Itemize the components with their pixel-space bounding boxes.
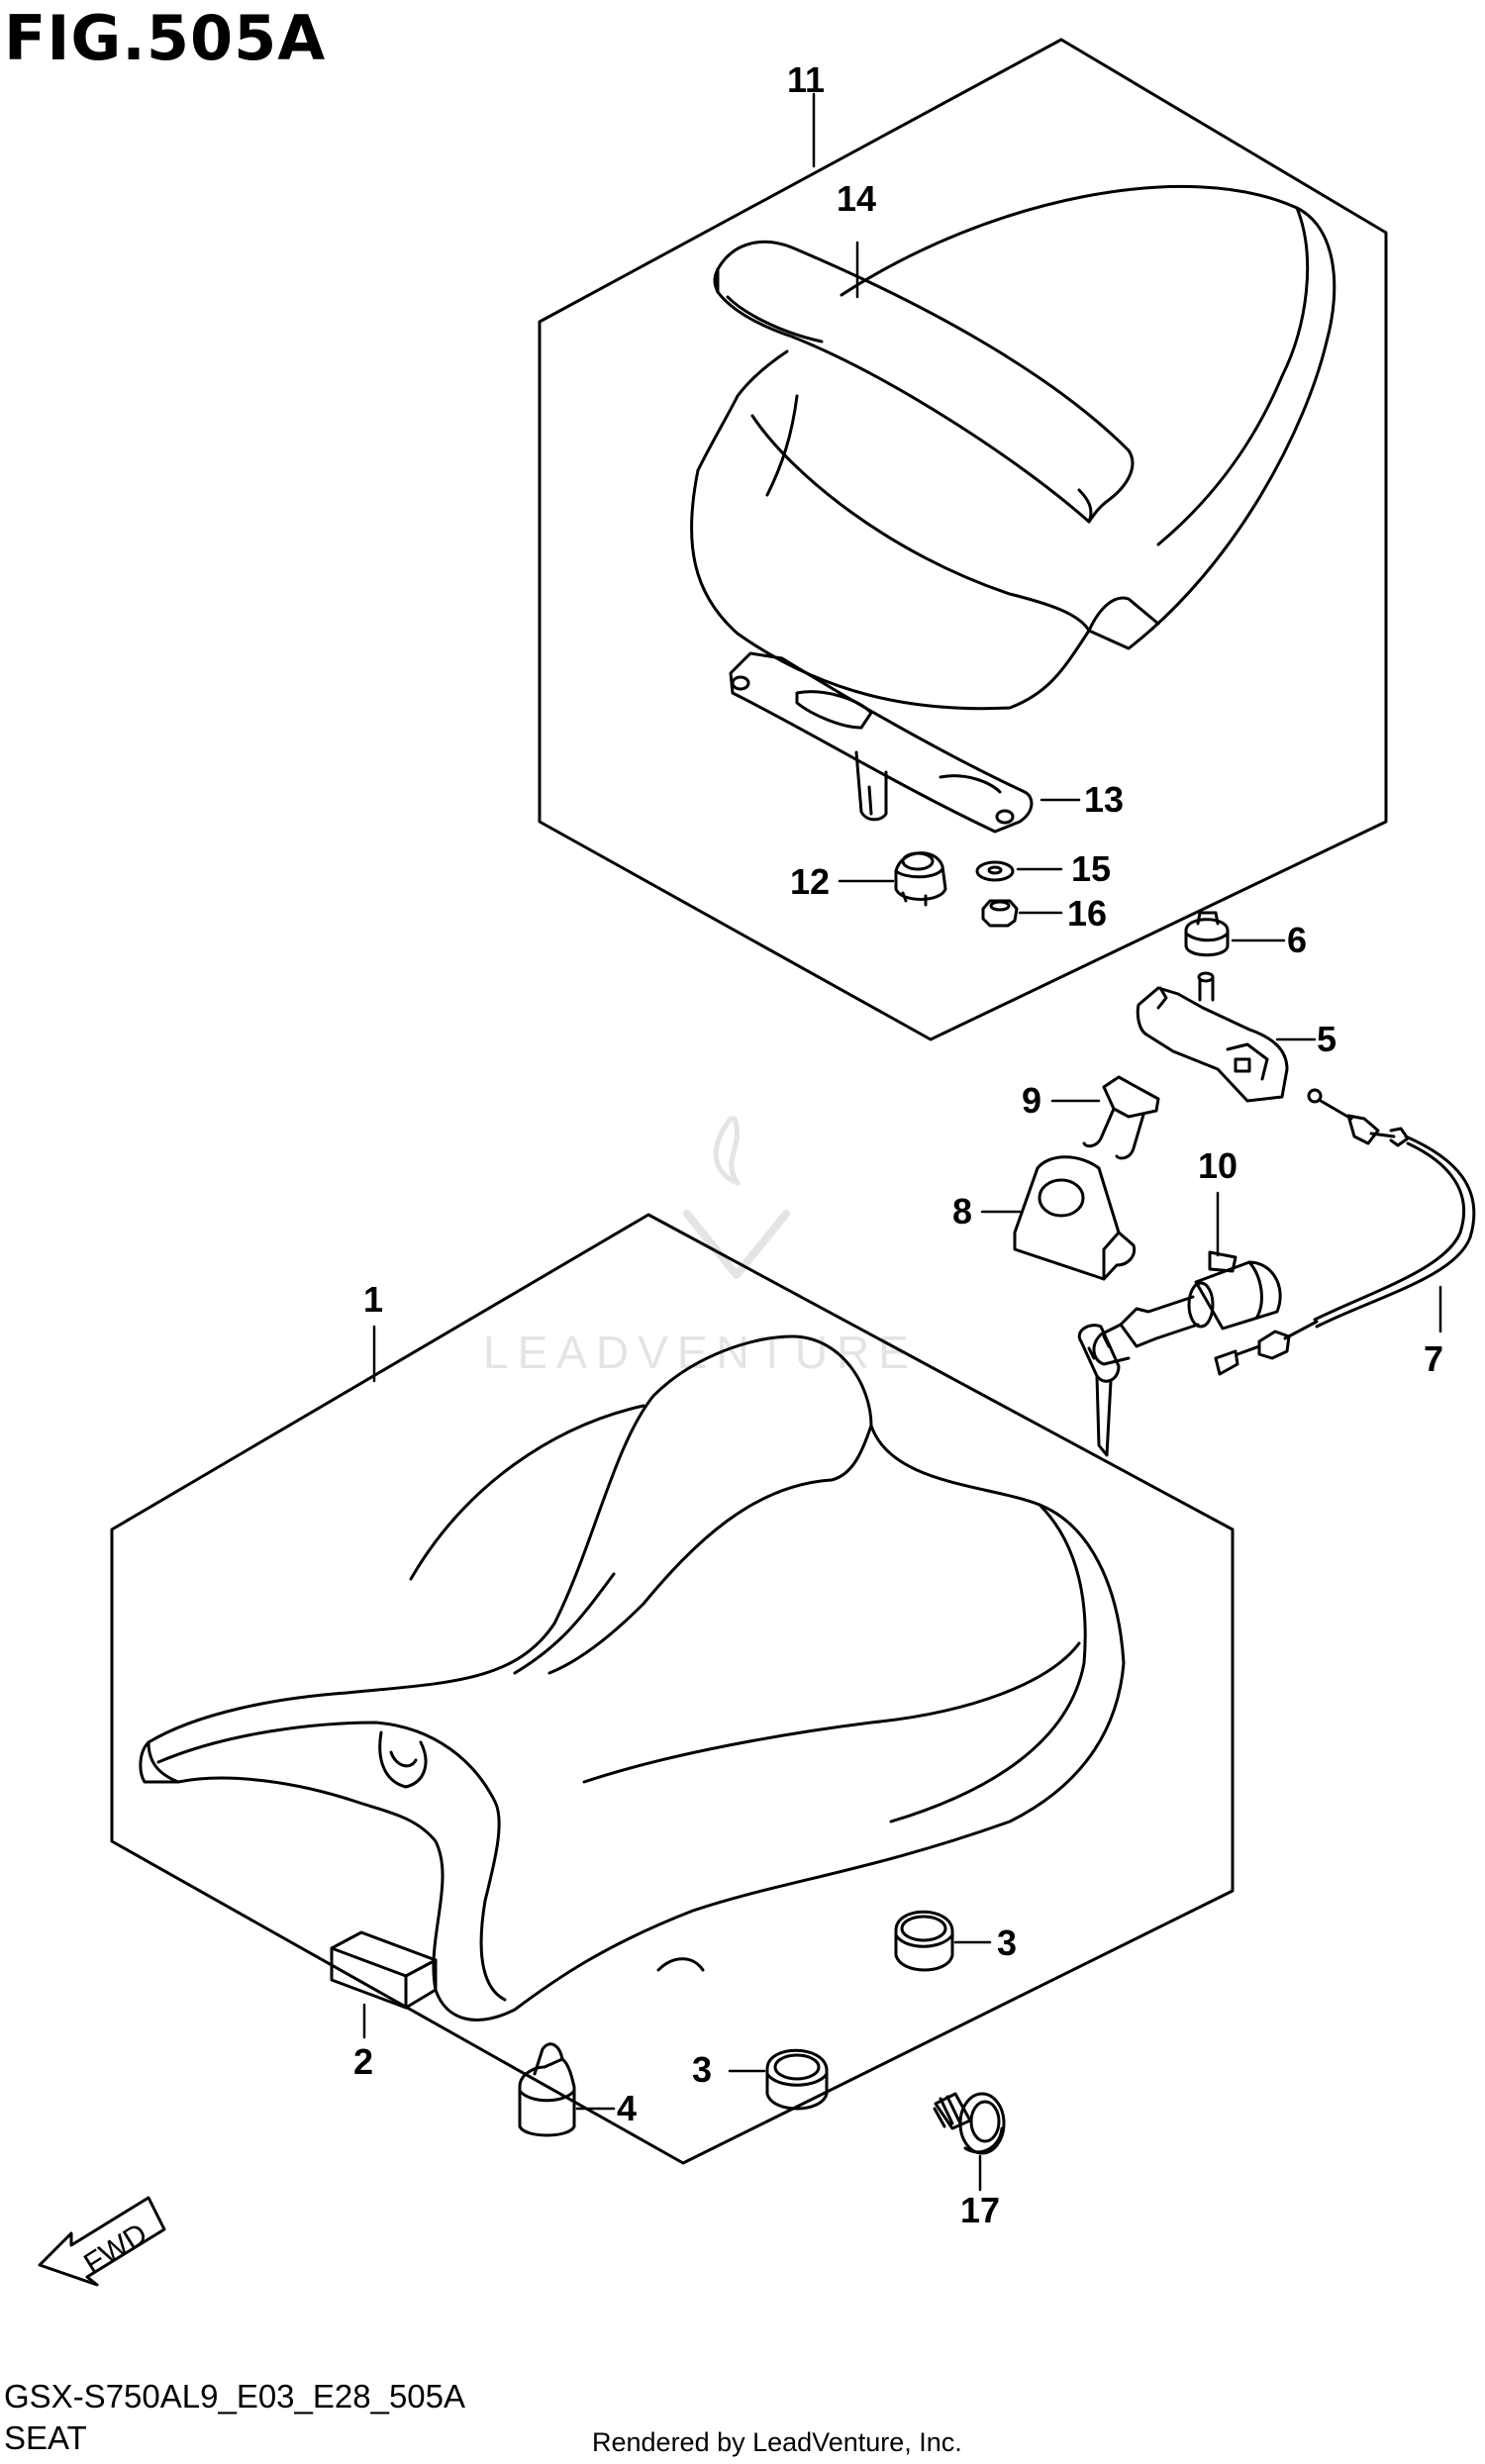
callout-part-12: 12 [790,861,830,902]
callout-part-6: 6 [1287,920,1307,960]
cushion-part-3-lower [765,2048,829,2111]
callout-labels: 11 14 13 12 15 16 6 5 9 10 8 7 1 2 3 3 4… [353,59,1443,2230]
figure-title: FIG.505A [4,2,327,74]
callout-part-9: 9 [1022,1080,1041,1121]
bolt-part-17 [933,2092,1006,2155]
callout-part-13: 13 [1084,779,1124,820]
fwd-arrow-icon: FWD [38,2196,166,2287]
callout-part-2: 2 [353,2041,373,2082]
leader-lines [362,92,1442,2192]
callout-part-1: 1 [363,1279,383,1320]
callout-part-17: 17 [960,2190,1000,2230]
cable-part-7 [1214,1088,1476,1376]
model-code: GSX-S750AL9_E03_E28_505A [4,2378,466,2415]
render-credit: Rendered by LeadVenture, Inc. [592,2427,962,2457]
knob-part-12 [894,851,947,907]
callout-part-4: 4 [617,2088,637,2128]
rear-seat-cowl-part-11 [689,184,1336,711]
callout-part-3-lower: 3 [692,2049,712,2090]
plate-part-8 [1013,1155,1137,1281]
stopper-part-4 [518,2042,576,2137]
clip-part-9 [1082,1075,1160,1160]
nut-part-16 [981,899,1019,928]
grab-handle-part-14 [713,240,1135,524]
callout-part-5: 5 [1317,1019,1336,1059]
bracket-part-13 [729,651,1034,834]
section-name: SEAT [4,2419,87,2456]
pad-part-2 [330,1930,438,2010]
callout-part-7: 7 [1424,1338,1443,1379]
group-box-rear-seat [538,38,1388,1041]
callout-part-16: 16 [1067,893,1107,934]
callout-part-8: 8 [952,1191,972,1232]
lock-cylinder-part-10 [1077,1250,1282,1457]
callout-part-10: 10 [1198,1145,1238,1186]
callout-part-15: 15 [1071,848,1111,889]
cushion-part-3-right [894,1910,954,1972]
latch-part-5 [1136,971,1289,1103]
front-seat-part-1 [139,1334,1126,2021]
washer-part-15 [975,860,1015,882]
callout-part-14: 14 [837,178,876,219]
callout-part-11: 11 [787,59,825,100]
group-box-front-seat [110,1213,1235,2165]
callout-part-3-right: 3 [997,1922,1017,1963]
fwd-label: FWD [78,2218,152,2281]
nut-part-6 [1184,911,1230,957]
watermark: LEADVENTURE [483,1116,909,1378]
